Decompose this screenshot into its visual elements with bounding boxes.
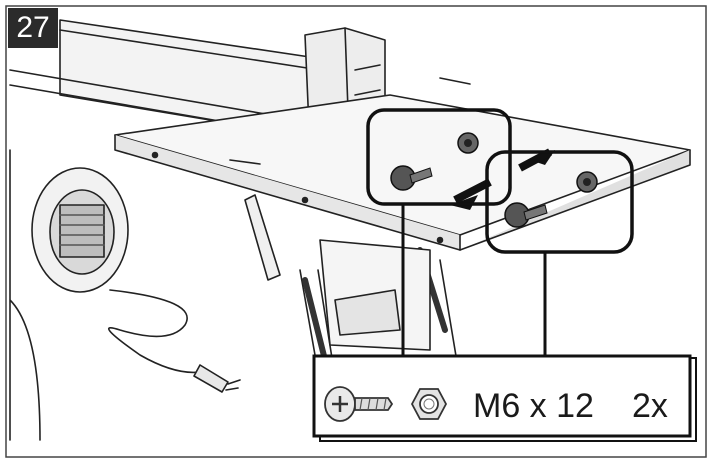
support-arm <box>244 194 281 281</box>
plate-slot <box>439 77 471 85</box>
arrow-shaft-left <box>453 178 492 204</box>
plate-hole-2 <box>301 196 309 204</box>
power-cord <box>108 289 201 374</box>
motor-mount <box>334 289 401 336</box>
plate-hole <box>151 151 159 159</box>
hardware-spec-label: M6 x 12 <box>473 387 594 425</box>
front-slot <box>229 159 261 165</box>
arrow-shaft-right <box>518 148 552 172</box>
hardware-box <box>312 354 692 438</box>
table-front-edge <box>114 134 461 251</box>
screw-group-1 <box>390 132 479 191</box>
rail-lower-line <box>9 69 301 121</box>
screw-icon <box>324 386 394 422</box>
hardware-quantity-label: 2x <box>632 387 668 425</box>
motor-vent-grille <box>59 204 105 258</box>
vent-slats <box>59 214 105 246</box>
callout-screw-group-2 <box>485 150 634 254</box>
plate-hole-3 <box>436 236 444 244</box>
step-number-badge: 27 <box>8 8 58 48</box>
base-body <box>9 149 41 441</box>
power-plug <box>193 364 229 393</box>
spring-left <box>302 277 328 363</box>
rail-edge-line <box>59 29 321 71</box>
screw-group-2 <box>504 171 598 228</box>
nut-icon <box>410 388 448 420</box>
callout-screw-group-1 <box>366 108 512 206</box>
plug-prongs <box>225 379 241 391</box>
